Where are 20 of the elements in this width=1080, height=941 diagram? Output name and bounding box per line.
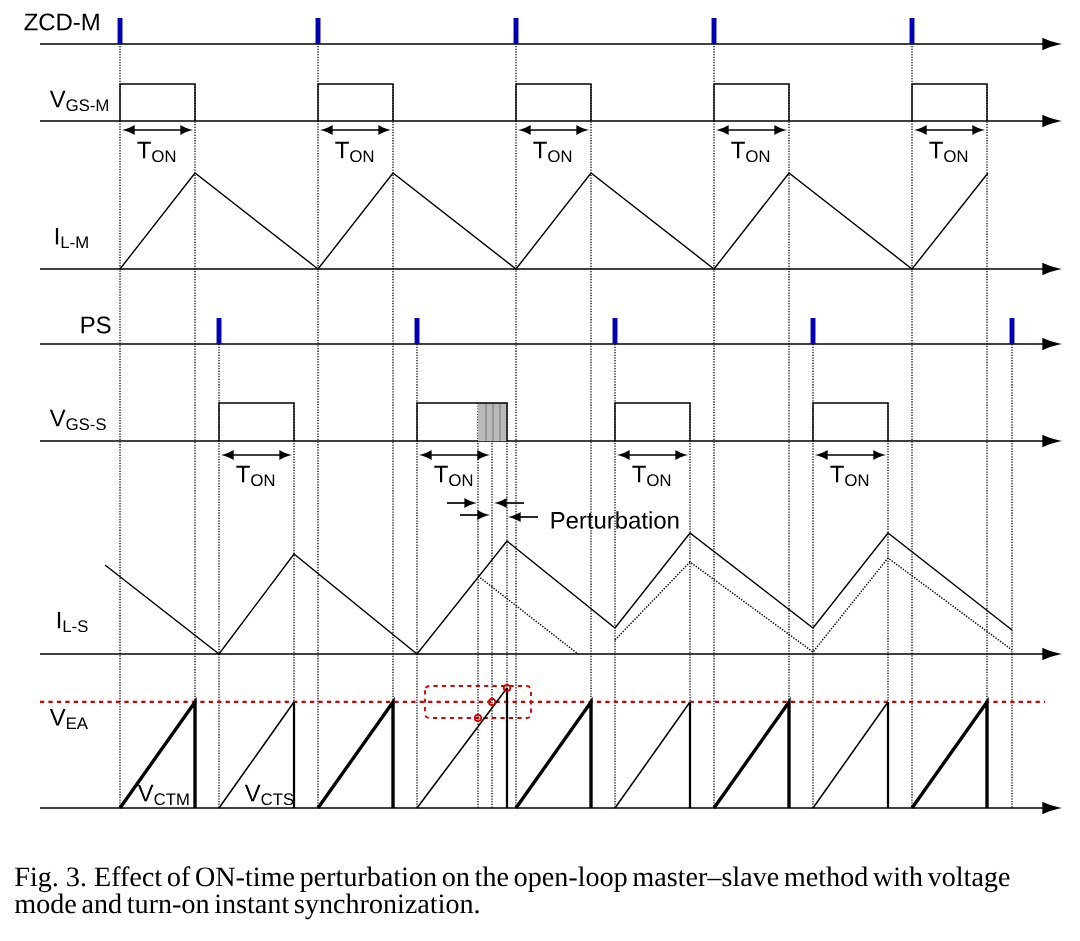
signal-label: T$_{ON}$	[533, 141, 572, 163]
signal-label: V$_{GS-M}$	[49, 90, 108, 112]
figure-caption: Fig. 3. Effect of ON-time perturbation on the open-loop master–slave method with voltage mode and turn-on instant synchronization.	[14, 866, 1010, 920]
signal-label: T$_{ON}$	[335, 141, 374, 163]
signal-label: V$_{CTS}$	[244, 784, 294, 806]
signal-label: PS	[81, 316, 111, 334]
signal-label: T$_{ON}$	[929, 141, 968, 163]
signal-label: V$_{GS-S}$	[49, 409, 106, 431]
signal-label: T$_{ON}$	[731, 141, 770, 163]
signal-label: V$_{CTM}$	[137, 784, 189, 806]
signal-label: T$_{ON}$	[236, 465, 275, 487]
signal-label: I$_{L-S}$	[57, 611, 88, 633]
signal-label: T$_{ON}$	[632, 465, 671, 487]
signal-label: Perturbation	[551, 511, 679, 529]
signal-label: I$_{L-M}$	[55, 227, 88, 249]
signal-label: ZCD-M	[24, 13, 99, 31]
signal-label: V$_{EA}$	[49, 708, 88, 730]
signal-label: T$_{ON}$	[830, 465, 869, 487]
signal-label: T$_{ON}$	[137, 141, 176, 163]
signal-label: T$_{ON}$	[434, 465, 473, 487]
